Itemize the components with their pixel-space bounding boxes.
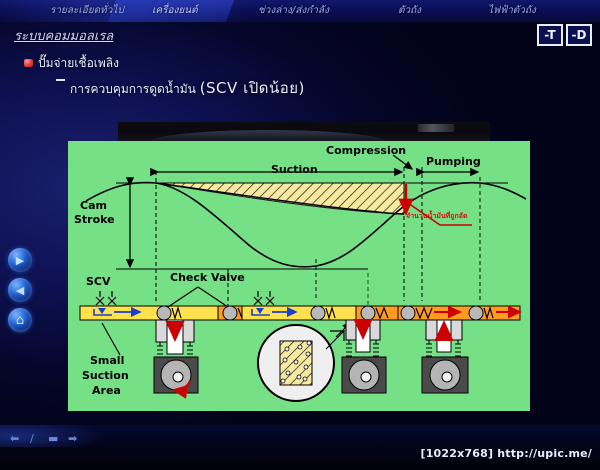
label-check-valve: Check Valve [170, 271, 245, 284]
label-cam-stroke-line1: Cam [80, 199, 107, 212]
bottom-toolbar [0, 425, 600, 470]
toolbar-forward-arrow-icon[interactable]: ➡ [68, 432, 78, 445]
nav-item-body-electrical[interactable]: ไฟฟ้าตัวถัง [488, 5, 536, 16]
back-icon: ◀ [15, 283, 25, 297]
top-navigation-bar: รายละเอียดทั่วไป เครื่องยนต์ ช่วงล่าง/ส่… [0, 0, 600, 22]
toolbar-stop-icon[interactable]: ▬ [48, 432, 59, 445]
button-d[interactable]: -D [566, 24, 592, 46]
photo-strip [118, 122, 490, 142]
bullet-marker-icon [24, 59, 33, 67]
page-title: ระบบคอมมอลเรล [14, 29, 114, 44]
nav-item-engine[interactable]: เครื่องยนต์ [152, 5, 198, 16]
sub-bullet-dash-icon [56, 79, 65, 81]
nav-sheen [0, 0, 600, 22]
mode-button-group: -T -D [537, 24, 592, 46]
forward-icon: ▶ [15, 253, 25, 267]
photo-streak [148, 130, 388, 142]
diagram-graphics [79, 154, 527, 402]
button-t[interactable]: -T [537, 24, 563, 46]
footer-resolution-link: [1022x768] http://upic.me/ [420, 447, 592, 460]
nav-item-body[interactable]: ตัวถัง [398, 5, 422, 16]
pump-diagram-panel: Suction Compression Pumping Cam Stroke จ… [68, 141, 530, 411]
sub-bullet-paren: (SCV เปิดน้อย) [199, 79, 305, 97]
bullet-text-primary: ปั๊มจ่ายเชื้อเพลิง [38, 56, 120, 70]
sidebar-button-home[interactable]: ⌂ [8, 308, 32, 332]
nav-item-general[interactable]: รายละเอียดทั่วไป [50, 5, 124, 16]
sidebar-button-back[interactable]: ◀ [8, 278, 32, 302]
nav-item-chassis[interactable]: ช่วงล่าง/ส่งกำลัง [258, 5, 329, 16]
label-small-line2: Suction [82, 369, 129, 382]
label-cam-stroke-line2: Stroke [74, 213, 115, 226]
label-scv: SCV [86, 275, 111, 288]
label-compression: Compression [326, 144, 407, 157]
photo-blip [418, 124, 454, 132]
label-pumping: Pumping [426, 155, 481, 168]
title-row: ระบบคอมมอลเรล -T -D [0, 22, 600, 48]
bullet-text-secondary: การควบคุมการดูดน้ำมัน (SCV เปิดน้อย) [70, 76, 305, 100]
toolbar-pencil-icon[interactable]: ∕ [30, 432, 34, 445]
toolbar-glow [0, 425, 120, 447]
toolbar-back-arrow-icon[interactable]: ⬅ [10, 432, 20, 445]
sub-bullet-label: การควบคุมการดูดน้ำมัน [70, 82, 200, 96]
label-small-line3: Area [92, 384, 121, 397]
sidebar-button-forward[interactable]: ▶ [8, 248, 32, 272]
label-small-line1: Small [90, 354, 125, 367]
home-icon: ⌂ [15, 312, 25, 328]
label-suction: Suction [271, 163, 318, 176]
annotation-compressed-fuel: จำนวนน้ำมันที่ถูกอัด [406, 212, 468, 220]
